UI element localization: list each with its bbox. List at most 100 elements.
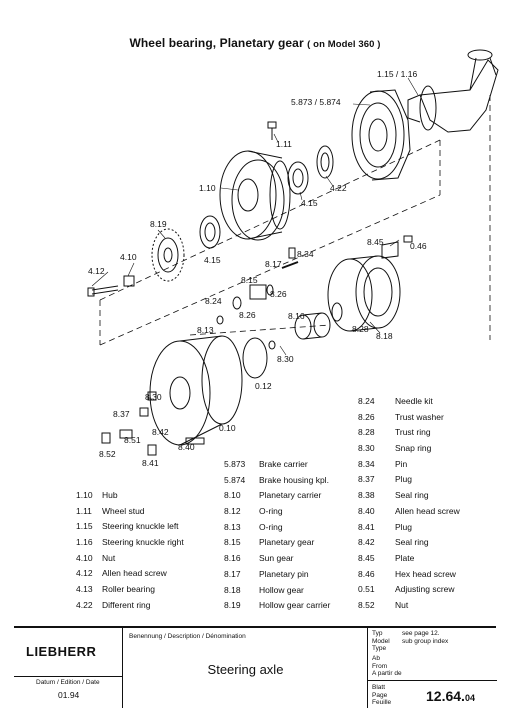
part-number: 0.51 [358,584,375,595]
callout-bearing-2: 4.15 [204,255,221,265]
part-number: 8.45 [358,552,375,563]
part-number: 1.11 [76,505,92,516]
part-name: Planetary gear [259,537,315,548]
part-number: 8.34 [358,458,375,469]
type-value: see page 12. sub group index [402,630,448,645]
page-title: Wheel bearing, Planetary gear ( on Model… [0,36,510,50]
hub-drawing [219,150,291,241]
callout-planetary-gear: 8.15 [241,275,258,285]
part-number: 8.41 [358,521,375,532]
page-label-line: Feuille [372,699,392,706]
title-text: Wheel bearing, Planetary gear [129,36,304,50]
part-number: 8.16 [224,553,241,564]
part-number: 8.26 [358,411,375,422]
callout-different-ring: 4.22 [330,183,347,193]
title-subtitle: ( on Model 360 ) [307,39,381,50]
callout-seal-ring-842: 8.42 [152,427,169,437]
edition-label: Datum / Edition / Date [36,679,100,686]
sun-gear-drawing [294,312,331,340]
assembly-axis-lines [99,95,491,346]
part-number: 8.18 [224,584,241,595]
part-name: O-ring [259,506,283,517]
callout-trust-ring: 8.28 [352,324,369,334]
callout-allen-screw-840: 8.40 [178,442,195,452]
brand-logo: LIEBHERR [26,644,97,659]
part-name: Trust ring [395,427,431,438]
part-name: Hex head screw [395,568,456,579]
type-label-line: Typ [372,630,383,637]
title-block: LIEBHERR Datum / Edition / Date 01.94 Be… [14,626,497,710]
part-number: 4.13 [76,584,93,595]
part-name: Seal ring [395,537,429,548]
brake-carrier-drawing [351,89,411,181]
edition-value: 01.94 [58,690,80,700]
part-number: 8.42 [358,537,375,548]
part-name: Steering knuckle left [102,521,179,532]
from-label: Ab From A partir de [372,655,402,678]
callout-plate: 8.45 [367,237,384,247]
part-name: Pin [395,458,408,469]
callout-pin: 8.34 [297,249,314,259]
callout-brake-carrier: 5.873 / 5.874 [291,97,341,107]
callout-snap-ring-1: 8.30 [277,354,294,364]
part-name: Plate [395,552,415,563]
callout-o-ring-012: 0.12 [255,381,272,391]
different-ring-drawing [316,145,334,179]
part-number: 8.38 [358,490,375,501]
callout-plug-837: 8.37 [113,409,130,419]
type-label-line: Model [372,637,390,645]
type-value-line: sub group index [402,637,449,645]
part-name: Wheel stud [102,505,145,516]
hollow-gear-drawing [327,255,401,332]
page-label-line: Blatt [372,684,386,691]
designation-value: Steering axle [207,662,284,677]
part-name: Brake carrier [259,459,308,469]
part-number: 5.874 [224,474,246,485]
part-name: Planetary carrier [259,490,322,501]
page-number-suffix: 04 [464,693,475,703]
from-label-line: From [372,662,388,670]
page-label-line: Page [372,691,388,699]
callout-hollow-gear-carrier: 8.19 [150,219,167,229]
callout-plug-841: 8.41 [142,458,159,468]
page-label: Blatt Page Feuille [372,684,391,707]
nut-drawing [123,275,135,287]
part-number: 8.19 [224,600,241,611]
callout-bearing-1: 4.15 [301,198,318,208]
edition-cell: Datum / Edition / Date 01.94 [14,676,122,700]
part-number: 8.15 [224,537,241,548]
part-number: 4.22 [76,599,93,610]
part-number: 8.30 [358,443,375,454]
callout-hub: 1.10 [199,183,216,193]
part-name: Brake housing kpl. [259,474,329,485]
part-number: 4.10 [76,552,93,563]
steering-knuckle-drawing [407,49,499,133]
part-name: O-ring [259,521,283,532]
callout-o-ring-813: 8.13 [197,325,214,335]
part-number: 1.15 [76,521,93,532]
type-value-line: see page 12. [402,630,440,637]
page-number-cell [368,680,497,681]
trust-ring-drawing [331,302,343,322]
part-name: Hollow gear carrier [259,600,331,611]
part-number: 8.17 [224,568,241,579]
part-name: Sun gear [259,553,294,564]
callout-wheel-stud: 1.11 [276,139,292,149]
roller-bearing-drawing [287,161,309,195]
part-number: 8.28 [358,427,375,438]
part-name: Roller bearing [102,584,155,595]
part-number: 8.24 [358,396,375,406]
callout-planetary-carrier: 0.10 [219,423,236,433]
part-name: Plug [395,521,413,532]
part-name: Nut [395,599,409,610]
callout-snap-ring-2: 8.30 [145,392,162,402]
planetary-gear-drawing [249,284,267,300]
part-number: 8.10 [224,490,241,501]
part-number: 8.12 [224,506,241,517]
page-number: 12.64.04 [426,688,475,704]
from-label-line: A partir de [372,670,402,677]
part-number: 8.52 [358,599,375,610]
roller-bearing-2-drawing [199,215,221,249]
part-name: Hollow gear [259,584,304,595]
